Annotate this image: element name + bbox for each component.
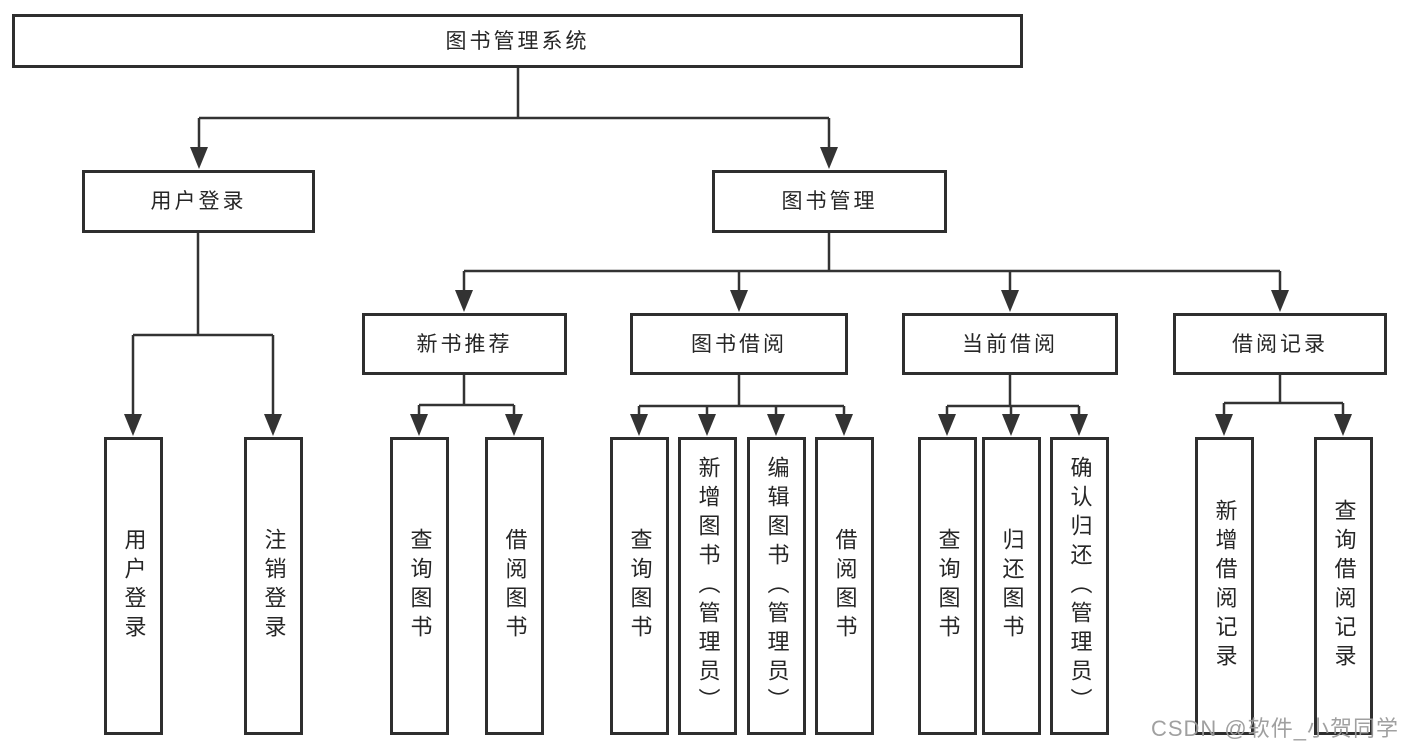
- wire-root-to-level2: [197, 68, 831, 150]
- node-root: 图书管理系统: [12, 14, 1023, 68]
- leaf-bb-borrow-book: 借阅图书: [815, 437, 874, 735]
- leaf-rec-borrow-book-label: 借阅图书: [502, 528, 528, 644]
- node-book-borrow: 图书借阅: [630, 313, 848, 375]
- leaf-cb-query-book: 查询图书: [918, 437, 977, 735]
- node-current-borrow: 当前借阅: [902, 313, 1118, 375]
- node-user-login: 用户登录: [82, 170, 315, 233]
- wire-currentborrow-to-leaves: [945, 375, 1081, 417]
- arrowhead: [630, 414, 648, 436]
- leaf-bb-query-book-label: 查询图书: [627, 528, 653, 644]
- node-book-borrow-label: 图书借阅: [691, 332, 787, 356]
- node-borrow-records: 借阅记录: [1173, 313, 1387, 375]
- wire-bookmgmt-to-level3: [462, 233, 1282, 293]
- node-new-book-recommend-label: 新书推荐: [416, 332, 513, 356]
- csdn-watermark: CSDN @软件_小贺同学: [1150, 716, 1399, 741]
- arrowhead: [1334, 414, 1352, 436]
- leaf-rec-query-book: 查询图书: [390, 437, 449, 735]
- wire-borrowrecords-to-leaves: [1222, 375, 1345, 417]
- arrowhead: [1001, 290, 1019, 312]
- node-borrow-records-label: 借阅记录: [1232, 332, 1328, 356]
- leaf-br-query-record: 查询借阅记录: [1314, 437, 1373, 735]
- arrowhead: [410, 414, 428, 436]
- arrowhead: [124, 414, 142, 436]
- leaf-bb-add-book: 新增图书（管理员）: [678, 437, 737, 735]
- leaf-bb-add-book-label: 新增图书（管理员）: [695, 455, 721, 717]
- arrowhead: [938, 414, 956, 436]
- leaf-cb-confirm-return: 确认归还（管理员）: [1050, 437, 1109, 735]
- arrowhead: [835, 414, 853, 436]
- arrowhead: [190, 147, 208, 169]
- leaf-br-add-record: 新增借阅记录: [1195, 437, 1254, 735]
- leaf-br-query-record-label: 查询借阅记录: [1331, 499, 1357, 673]
- wire-userlogin-to-leaves: [131, 233, 275, 417]
- leaf-rec-borrow-book: 借阅图书: [485, 437, 544, 735]
- node-current-borrow-label: 当前借阅: [962, 332, 1058, 356]
- leaf-logout-label: 注销登录: [261, 528, 287, 644]
- node-book-management: 图书管理: [712, 170, 947, 233]
- arrowhead: [455, 290, 473, 312]
- arrowhead: [505, 414, 523, 436]
- arrowhead: [730, 290, 748, 312]
- leaf-rec-query-book-label: 查询图书: [407, 528, 433, 644]
- leaf-cb-query-book-label: 查询图书: [935, 528, 961, 644]
- leaf-cb-return-book: 归还图书: [982, 437, 1041, 735]
- node-book-management-label: 图书管理: [781, 190, 878, 213]
- arrowhead: [1215, 414, 1233, 436]
- node-new-book-recommend: 新书推荐: [362, 313, 567, 375]
- arrowhead: [1070, 414, 1088, 436]
- arrowhead: [698, 414, 716, 436]
- node-root-label: 图书管理系统: [445, 29, 590, 53]
- leaf-logout: 注销登录: [244, 437, 303, 735]
- leaf-cb-return-book-label: 归还图书: [999, 528, 1025, 644]
- leaf-user-login: 用户登录: [104, 437, 163, 735]
- leaf-user-login-label: 用户登录: [121, 528, 147, 644]
- arrowhead: [767, 414, 785, 436]
- arrowhead: [264, 414, 282, 436]
- node-user-login-label: 用户登录: [150, 190, 247, 213]
- leaf-bb-borrow-book-label: 借阅图书: [832, 528, 858, 644]
- arrowhead: [1002, 414, 1020, 436]
- leaf-cb-confirm-return-label: 确认归还（管理员）: [1067, 455, 1093, 717]
- leaf-br-add-record-label: 新增借阅记录: [1212, 499, 1238, 673]
- wire-newbookrec-to-leaves: [417, 375, 516, 417]
- wire-bookborrow-to-leaves: [637, 375, 846, 417]
- leaf-bb-query-book: 查询图书: [610, 437, 669, 735]
- arrowhead: [820, 147, 838, 169]
- leaf-bb-edit-book: 编辑图书（管理员）: [747, 437, 806, 735]
- arrowhead: [1271, 290, 1289, 312]
- leaf-bb-edit-book-label: 编辑图书（管理员）: [764, 455, 790, 717]
